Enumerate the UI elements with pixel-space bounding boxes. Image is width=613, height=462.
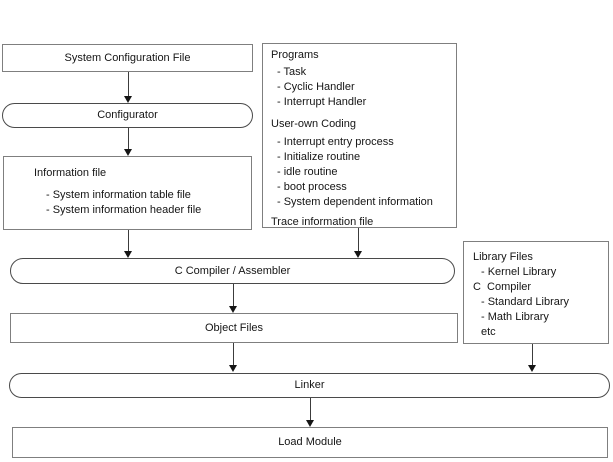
list-item: - Initialize routine xyxy=(277,151,361,163)
list-item: - Kernel Library xyxy=(481,266,557,278)
node-programs: Programs - Task - Cyclic Handler - Inter… xyxy=(262,43,457,228)
arrow-down-icon xyxy=(306,420,314,427)
arrow-down-icon xyxy=(528,365,536,372)
arrow-objectfiles-to-linker xyxy=(229,343,238,372)
arrow-down-icon xyxy=(124,251,132,258)
programs-items: - Task - Cyclic Handler - Interrupt Hand… xyxy=(263,65,456,110)
arrow-shaft xyxy=(128,72,129,97)
node-object-files: Object Files xyxy=(10,313,458,343)
arrow-shaft xyxy=(233,284,234,307)
arrow-down-icon xyxy=(124,96,132,103)
arrow-shaft xyxy=(128,128,129,150)
node-label: Object Files xyxy=(204,322,264,334)
list-item: - boot process xyxy=(277,181,347,193)
user-own-coding-title: User-own Coding xyxy=(271,118,356,130)
list-item: - Interrupt Handler xyxy=(277,96,367,108)
arrow-shaft xyxy=(532,344,533,366)
arrow-sysconfig-to-configurator xyxy=(124,72,133,103)
arrow-compiler-to-objectfiles xyxy=(229,284,238,313)
list-item: etc xyxy=(481,326,496,338)
node-library-files: Library Files - Kernel Library C Compile… xyxy=(463,241,609,344)
node-system-configuration-file: System Configuration File xyxy=(2,44,253,72)
list-item: - Task xyxy=(277,66,307,78)
information-file-title: Information file xyxy=(34,167,107,179)
list-item: - System information table file xyxy=(46,189,191,201)
list-item: - Standard Library xyxy=(481,296,570,308)
node-linker: Linker xyxy=(9,373,610,398)
list-item: - Math Library xyxy=(481,311,549,323)
arrow-linker-to-loadmodule xyxy=(306,398,315,427)
node-label: Configurator xyxy=(97,109,158,121)
arrow-shaft xyxy=(233,343,234,366)
arrow-libraryfiles-to-linker xyxy=(528,344,537,372)
information-file-items: - System information table file - System… xyxy=(4,188,251,218)
node-configurator: Configurator xyxy=(2,103,253,128)
node-load-module: Load Module xyxy=(12,427,608,458)
arrow-shaft xyxy=(358,228,359,252)
list-item: C Compiler xyxy=(473,281,532,293)
arrow-down-icon xyxy=(124,149,132,156)
node-label: Linker xyxy=(294,379,325,391)
list-item: - System dependent information xyxy=(277,196,433,208)
arrow-programs-to-compiler xyxy=(354,228,363,258)
arrow-down-icon xyxy=(354,251,362,258)
list-item: - Interrupt entry process xyxy=(277,136,394,148)
arrow-down-icon xyxy=(229,365,237,372)
programs-title: Programs xyxy=(271,49,319,61)
node-label: System Configuration File xyxy=(64,52,191,64)
arrow-down-icon xyxy=(229,306,237,313)
node-c-compiler-assembler: C Compiler / Assembler xyxy=(10,258,455,284)
arrow-infofile-to-compiler xyxy=(124,230,133,258)
arrow-shaft xyxy=(128,230,129,252)
user-own-coding-items: - Interrupt entry process - Initialize r… xyxy=(263,135,456,210)
trace-information-file-title: Trace information file xyxy=(271,216,374,228)
library-files-title: Library Files xyxy=(473,251,533,263)
arrow-configurator-to-infofile xyxy=(124,128,133,156)
list-item: - idle routine xyxy=(277,166,338,178)
list-item: - Cyclic Handler xyxy=(277,81,355,93)
node-label: C Compiler / Assembler xyxy=(174,265,291,277)
arrow-shaft xyxy=(310,398,311,421)
node-information-file: Information file - System information ta… xyxy=(3,156,252,230)
node-label: Load Module xyxy=(278,436,342,448)
list-item: - System information header file xyxy=(46,204,202,216)
